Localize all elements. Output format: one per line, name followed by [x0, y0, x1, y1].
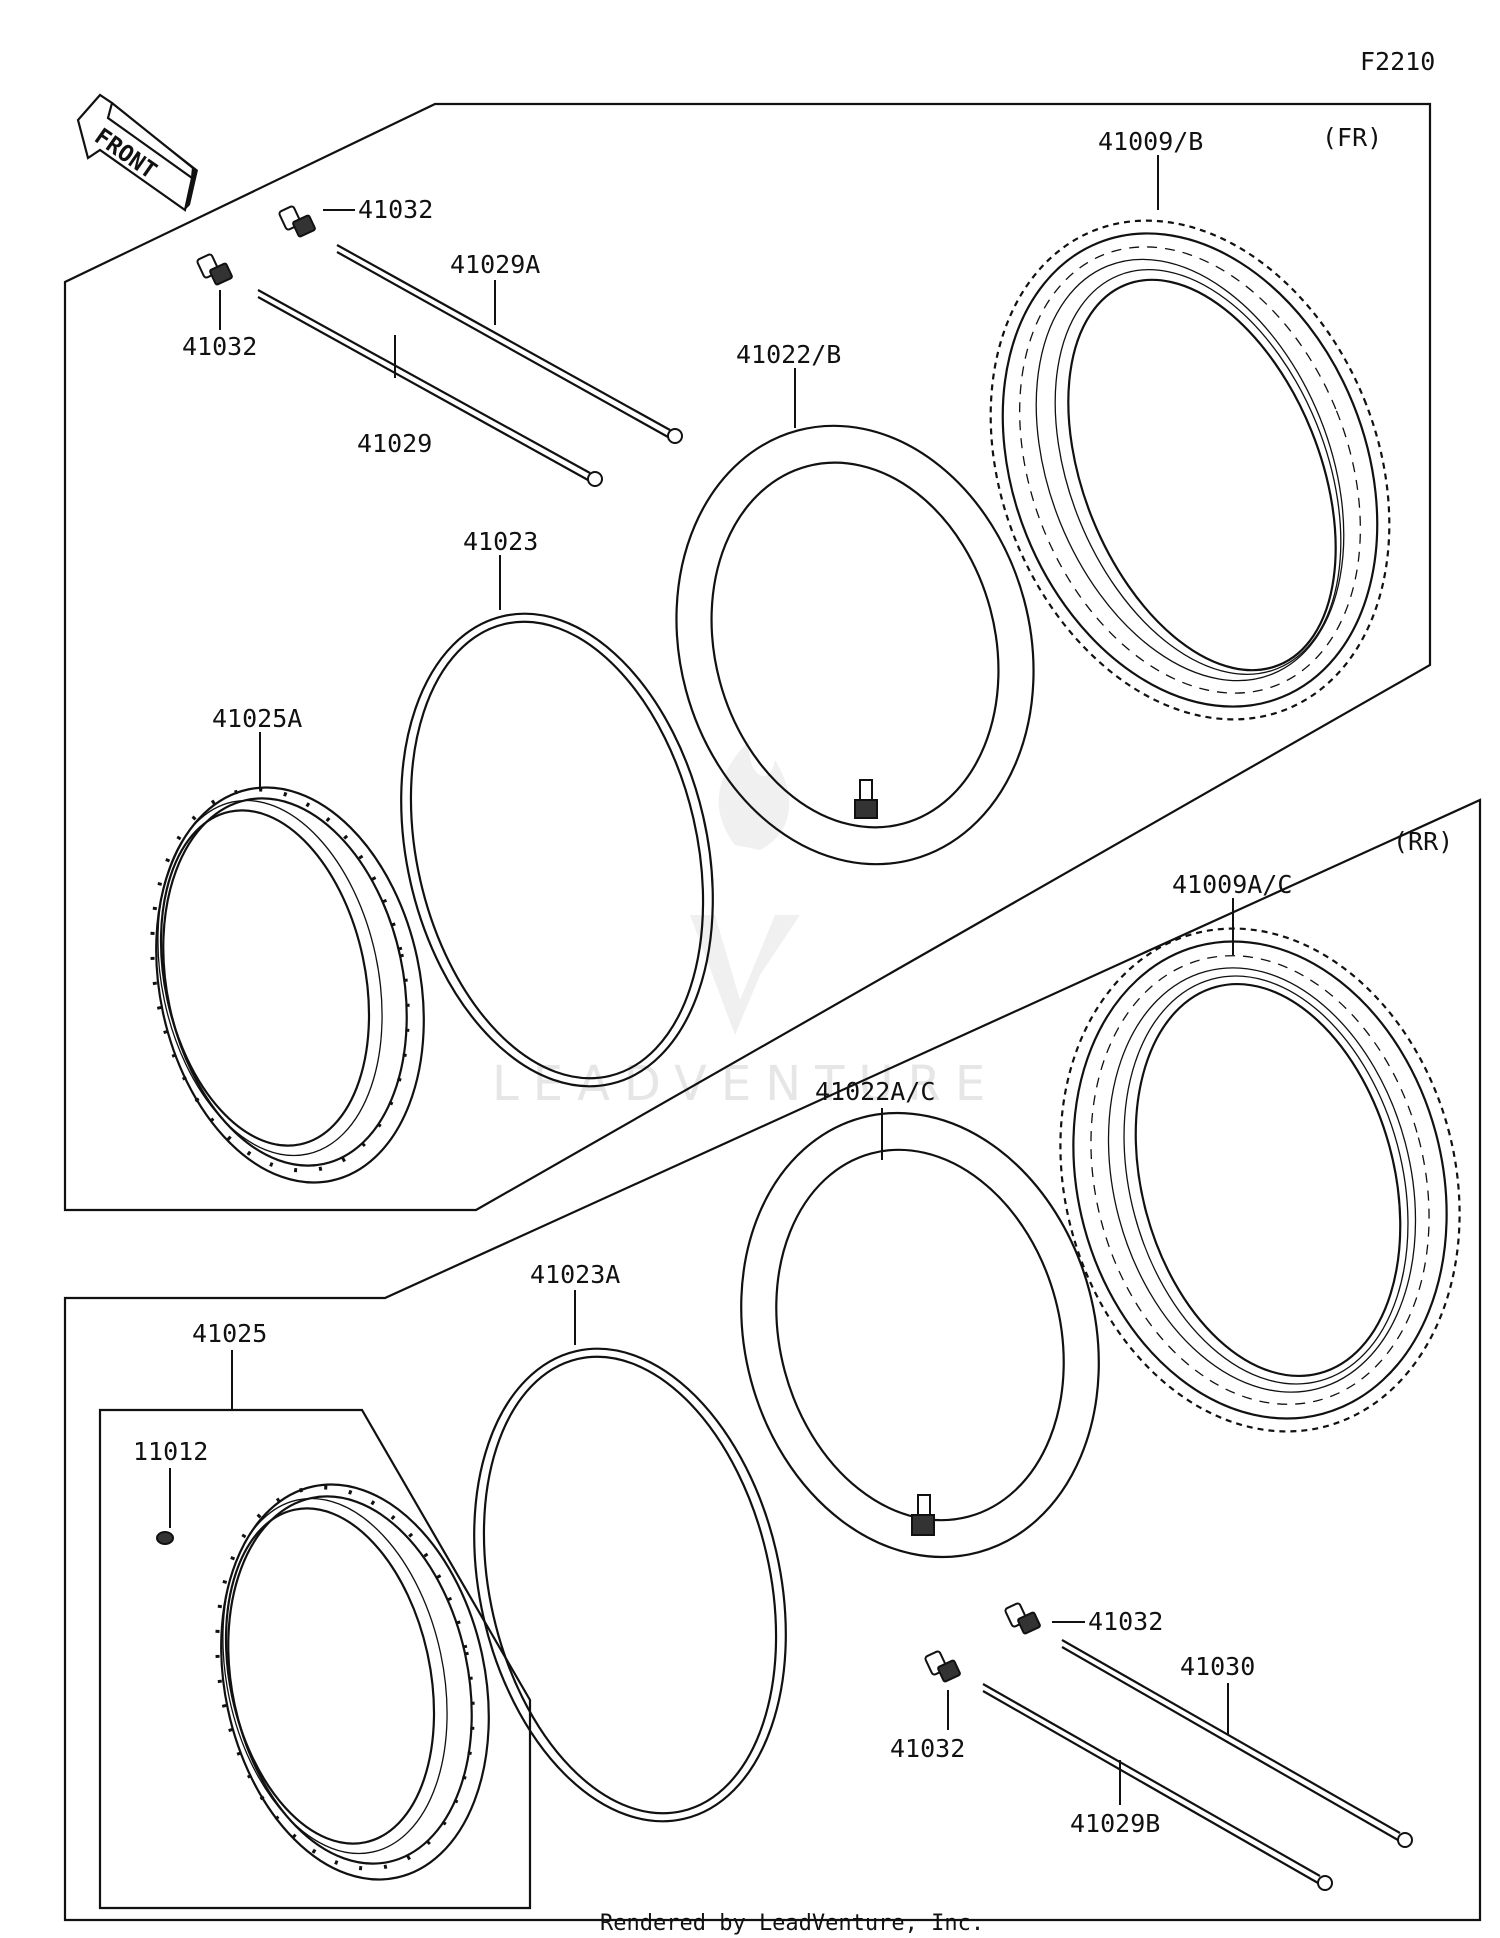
front-nipple-a-part-number: 41032	[358, 195, 433, 224]
front-spoke-short-part-number: 41029	[357, 429, 432, 458]
front-rim-spoke-holes	[150, 787, 410, 1173]
front-nipple-b-icon	[196, 253, 233, 286]
front-arrow-icon: FRONT	[76, 93, 198, 212]
rear-section: (RR) 41009A/C 41022A/C	[63, 798, 1482, 1922]
rear-nipple-a-icon	[1004, 1602, 1041, 1635]
front-spoke-long	[336, 244, 683, 444]
rear-spoke-long	[1061, 1639, 1413, 1848]
rear-nipple-b-part-number: 41032	[890, 1734, 965, 1763]
rear-section-label: (RR)	[1393, 827, 1453, 856]
front-tire	[989, 219, 1391, 721]
front-section-label: (FR)	[1322, 123, 1382, 152]
front-tube-valve-icon	[854, 779, 878, 819]
rear-rim-assembly-part-number: 41025	[192, 1319, 267, 1348]
rear-rim-band-part-number: 41023A	[530, 1260, 620, 1289]
front-rim-band-part-number: 41023	[463, 527, 538, 556]
rear-air-valve-icon	[156, 1531, 174, 1545]
rear-spoke-short	[982, 1683, 1333, 1891]
rear-air-valve-part-number: 11012	[133, 1437, 208, 1466]
rear-tube	[740, 1111, 1100, 1559]
rear-tube-valve-icon	[911, 1494, 935, 1536]
front-nipple-b-part-number: 41032	[182, 332, 257, 361]
front-rim	[150, 786, 425, 1184]
front-spoke-short	[257, 289, 603, 487]
front-rim-band	[400, 612, 714, 1088]
rear-tube-part-number: 41022A/C	[815, 1077, 935, 1106]
front-section: (FR) 41009/B 41022/B 41	[63, 102, 1432, 1212]
rear-rim-assembly-frame	[98, 1408, 532, 1910]
watermark: LEADVENTURE	[492, 740, 999, 1112]
watermark-flame-icon	[718, 740, 790, 850]
footer-credit: Rendered by LeadVenture, Inc.	[600, 1911, 984, 1936]
rear-section-frame	[63, 798, 1482, 1922]
rear-rim	[215, 1483, 490, 1881]
rear-nipple-a-part-number: 41032	[1088, 1607, 1163, 1636]
watermark-text: LEADVENTURE	[492, 1056, 999, 1112]
front-tube	[675, 424, 1035, 866]
front-section-frame	[63, 102, 1432, 1212]
watermark-v-icon	[690, 915, 800, 1035]
rear-rim-band	[473, 1347, 787, 1823]
rear-spoke-long-part-number: 41030	[1180, 1652, 1255, 1681]
front-spoke-long-part-number: 41029A	[450, 250, 540, 279]
front-tube-part-number: 41022/B	[736, 340, 841, 369]
rear-tire	[1059, 927, 1461, 1433]
rear-rim-spoke-holes	[215, 1485, 475, 1871]
rear-spoke-short-part-number: 41029B	[1070, 1809, 1160, 1838]
front-rim-part-number: 41025A	[212, 704, 302, 733]
front-nipple-a-icon	[278, 205, 316, 238]
front-tire-part-number: 41009/B	[1098, 127, 1203, 156]
rear-nipple-b-icon	[924, 1650, 961, 1683]
rear-tire-part-number: 41009A/C	[1172, 870, 1292, 899]
diagram-code: F2210	[1360, 47, 1435, 76]
